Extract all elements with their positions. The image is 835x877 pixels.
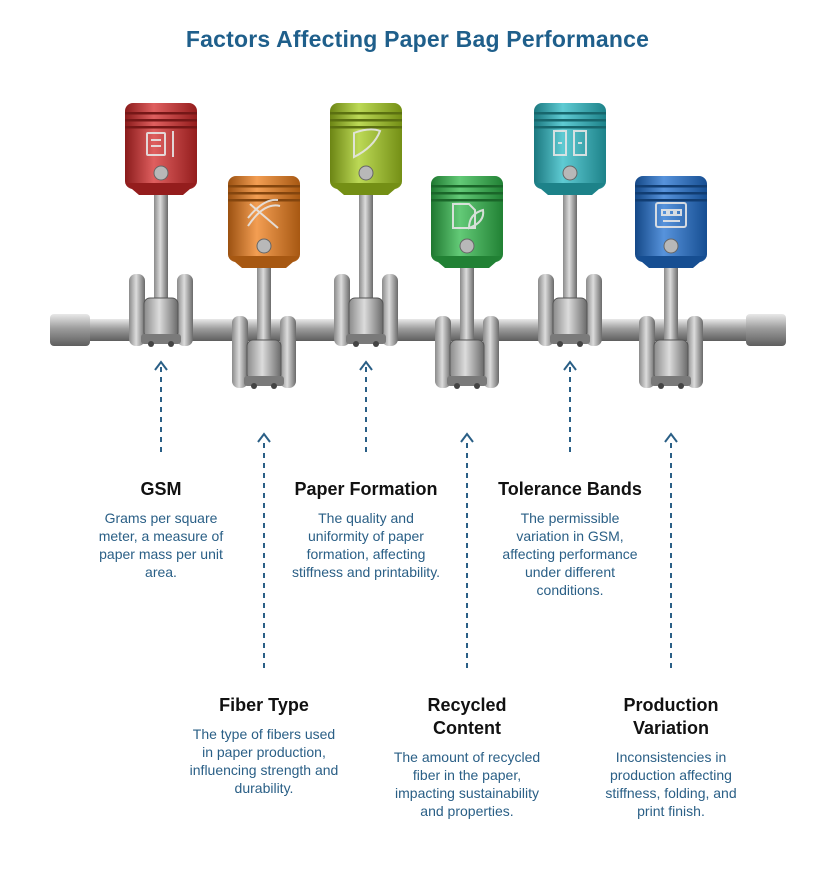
recycled-document-leaf-icon <box>452 203 485 230</box>
factor-description: Inconsistencies in production affecting … <box>605 749 737 819</box>
pointer-arrow-2 <box>257 432 271 668</box>
factor-name: Tolerance Bands <box>498 479 642 499</box>
paper-sheet-icon <box>353 128 382 159</box>
piston-1 <box>125 103 197 347</box>
document-ruler-icon <box>146 131 174 157</box>
pointer-arrow-5 <box>563 360 577 452</box>
page-title: Factors Affecting Paper Bag Performance <box>185 26 650 52</box>
pointer-arrow-1 <box>154 360 168 452</box>
factor-description: Grams per square meter, a measure of pap… <box>98 510 224 580</box>
factor-description: The type of fibers used in paper product… <box>189 726 339 796</box>
factor-description: The amount of recycled fiber in the pape… <box>393 749 541 819</box>
pointer-arrow-6 <box>664 432 678 668</box>
tolerance-bands-icon <box>553 130 587 156</box>
piston-3 <box>330 103 402 347</box>
factor-name: Recycled Content <box>427 695 507 738</box>
factor-name: GSM <box>140 479 182 499</box>
pointer-arrow-3 <box>359 360 373 452</box>
factor-name: Production Variation <box>623 695 719 738</box>
pointer-arrow-4 <box>460 432 474 668</box>
factor-description: The permissible variation in GSM, affect… <box>502 510 638 598</box>
fiber-strands-icon <box>247 198 281 229</box>
factor-name: Paper Formation <box>294 479 438 499</box>
piston-5 <box>534 103 606 347</box>
piston-4 <box>431 176 503 389</box>
piston-2 <box>228 176 300 389</box>
factor-name: Fiber Type <box>219 695 309 715</box>
production-grid-icon <box>655 202 687 228</box>
factor-description: The quality and uniformity of paper form… <box>291 510 441 580</box>
piston-6 <box>635 176 707 389</box>
factor-1: GSM Grams per square meter, a measure of … <box>86 478 236 581</box>
